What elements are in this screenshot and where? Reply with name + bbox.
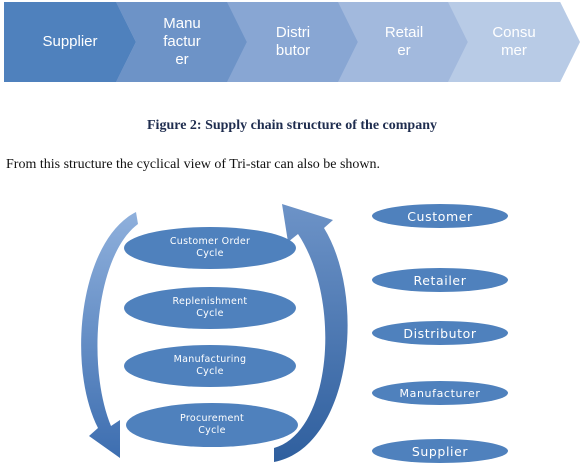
cycle-label-procurement: Procurement Cycle — [179, 413, 244, 436]
left-cycle-arrow — [81, 212, 138, 458]
stage-label-supplier: Supplier — [411, 443, 469, 459]
chevron-label-supplier: Supplier — [42, 33, 98, 50]
cycle-label-replenishment: Replenishment Cycle — [172, 296, 248, 319]
figure-caption: Figure 2: Supply chain structure of the … — [147, 118, 437, 133]
cycle-ellipse-procurement — [126, 403, 298, 447]
stage-ellipse-customer — [372, 204, 508, 228]
chevron-supplier: Supplier — [4, 2, 136, 82]
body-paragraph: From this structure the cyclical view of… — [6, 157, 381, 172]
chevron-retailer: Retail er — [338, 2, 470, 82]
chevron-distributor: Distri butor — [227, 2, 359, 82]
supply-chain-chevron-flow: Supplier Manu factur er Distri butor Ret… — [4, 0, 582, 86]
chevron-consumer: Consu mer — [448, 2, 580, 82]
chevron-manufacturer: Manu factur er — [116, 2, 248, 82]
cycle-ellipse-customer-order — [124, 227, 296, 269]
cycle-ellipse-manufacturing — [124, 345, 296, 387]
right-cycle-arrow — [274, 204, 348, 462]
supply-chain-cycle-diagram: Customer Order Cycle Replenishment Cycle… — [60, 200, 584, 474]
chevron-label-distributor: Distri butor — [275, 24, 311, 59]
chevron-label-retailer: Retail er — [384, 24, 424, 59]
chevron-label-consumer: Consu mer — [492, 24, 536, 59]
stage-ellipse-distributor — [372, 321, 508, 345]
stage-label-manufacturer: Manufacturer — [399, 386, 481, 400]
cycle-arrows — [81, 204, 508, 463]
stage-label-customer: Customer — [407, 208, 473, 224]
cycle-label-manufacturing: Manufacturing Cycle — [173, 354, 247, 377]
stage-label-distributor: Distributor — [403, 325, 477, 341]
cycle-label-customer-order: Customer Order Cycle — [169, 236, 251, 259]
stage-ellipse-retailer — [372, 268, 508, 292]
stage-label-retailer: Retailer — [413, 272, 467, 288]
chevron-label-manufacturer: Manu factur er — [163, 15, 201, 68]
stage-ellipse-supplier — [372, 439, 508, 463]
cycle-ellipse-replenishment — [124, 287, 296, 329]
stage-ellipse-manufacturer — [372, 381, 508, 405]
